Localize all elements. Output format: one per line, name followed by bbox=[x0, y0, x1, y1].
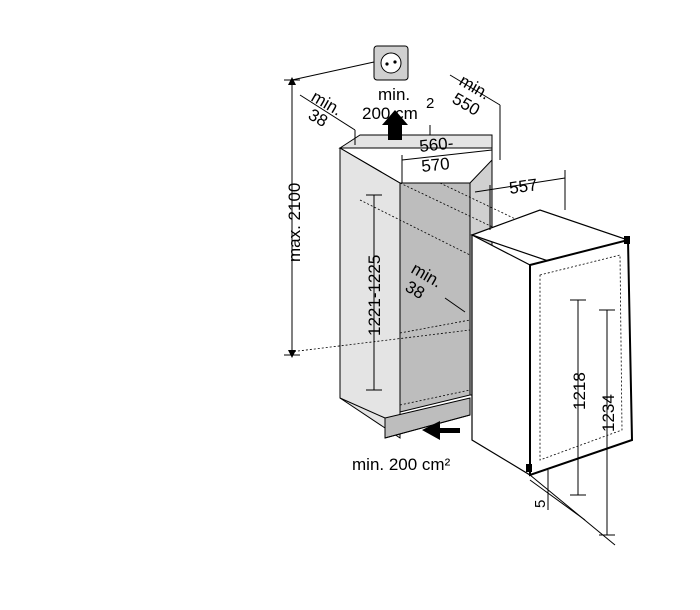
appliance-body bbox=[470, 209, 634, 477]
width-557-label: 557 bbox=[508, 175, 539, 198]
width-range-bottom: 570 bbox=[420, 154, 450, 176]
bottom-vent-label: min. 200 cm² bbox=[352, 455, 451, 474]
top-vent-arrow-icon bbox=[382, 110, 408, 140]
top-vent-min-label: min. bbox=[378, 85, 410, 104]
total-height-label: 1234 bbox=[599, 394, 618, 432]
power-socket-icon bbox=[373, 45, 409, 81]
niche-cabinet bbox=[338, 134, 493, 439]
door-height-label: 1218 bbox=[570, 372, 589, 410]
bottom-offset-label: 5 bbox=[532, 500, 549, 508]
niche-height-label: 1221-1225 bbox=[365, 255, 384, 336]
dimension-lines bbox=[284, 61, 616, 546]
max-height-label: max. 2100 bbox=[285, 183, 304, 262]
bottom-vent-arrow-icon bbox=[422, 421, 460, 440]
width-range-top: 560- bbox=[418, 134, 454, 156]
top-vent-area-label: 200 cm bbox=[362, 104, 418, 123]
top-vent-area-exponent: 2 bbox=[426, 95, 434, 112]
